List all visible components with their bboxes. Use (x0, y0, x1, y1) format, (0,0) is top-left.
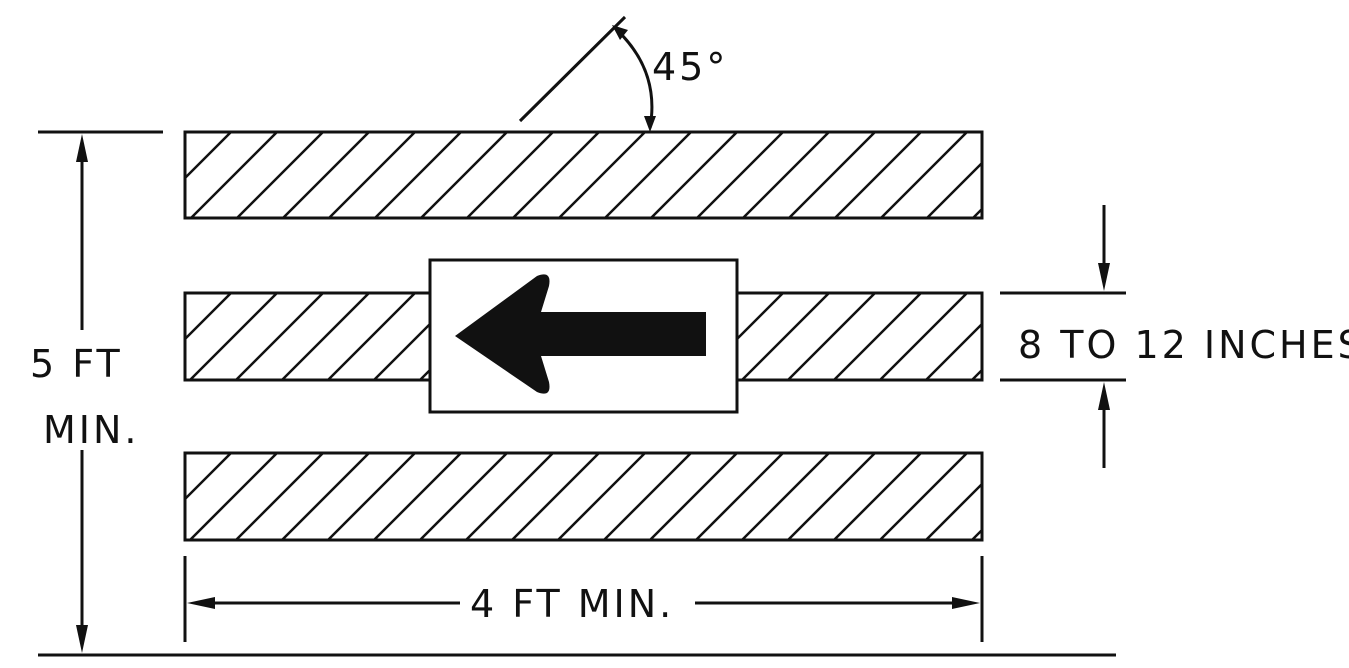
hatch-line (695, 453, 784, 540)
angle-arc (616, 29, 654, 129)
hatch-line (1018, 453, 1105, 540)
hatch-line (971, 528, 982, 540)
width-dimension: 4 FT MIN. (183, 556, 984, 642)
hatch-line (879, 453, 968, 540)
hatch-line (742, 132, 830, 218)
height-dimension-label-line2: MIN. (43, 408, 140, 452)
stripe-width-label: 8 TO 12 INCHES (1018, 323, 1349, 367)
height-dimension-label-line1: 5 FT (30, 342, 123, 386)
hatch-line (327, 293, 416, 380)
hatch-line (327, 453, 416, 540)
hatch-line (1019, 132, 1105, 218)
hatch-line (328, 132, 416, 218)
hatch-line (834, 132, 922, 218)
hatch-line (235, 293, 324, 380)
hatch-line (465, 453, 554, 540)
hatch-line (787, 293, 876, 380)
hatch-line (604, 132, 692, 218)
hatch-line (189, 453, 278, 540)
hatch-line (512, 132, 600, 218)
hatch-line (235, 453, 324, 540)
hatch-line (972, 207, 982, 218)
left-arrow-icon (455, 274, 706, 394)
width-dimension-arrowhead-right (952, 597, 980, 609)
hatch-line (741, 453, 830, 540)
bottom-stripe-hatching (185, 453, 1151, 540)
stripe-width-dimension: 8 TO 12 INCHES (1000, 205, 1349, 468)
hatch-line (649, 453, 738, 540)
angle-annotation: 45° (518, 15, 728, 132)
hatch-line (833, 293, 922, 380)
hatch-line (185, 453, 186, 455)
top-stripe-hatching (185, 132, 1151, 218)
width-dimension-arrowhead-left (187, 597, 215, 609)
hatch-line (1065, 132, 1151, 218)
hatch-line (925, 322, 982, 380)
hatch-line (1064, 453, 1151, 540)
bottom-stripe (183, 451, 1151, 542)
direction-arrow-sign (428, 258, 739, 414)
hatch-line (696, 132, 784, 218)
hatch-line (373, 322, 430, 380)
angle-reference-line (518, 15, 627, 123)
hatch-line (281, 453, 370, 540)
hatch-line (787, 453, 876, 540)
hatch-line (282, 132, 370, 218)
middle-stripe-right-hatching (737, 293, 982, 380)
hatch-line (926, 161, 982, 218)
hatch-line (466, 132, 554, 218)
hatch-line (419, 453, 508, 540)
hatch-line (420, 132, 508, 218)
angle-arc-arrowhead-top (612, 25, 628, 40)
stripe-width-arrowhead-top (1098, 263, 1110, 291)
hatch-line (189, 293, 278, 380)
bottom-stripe-outline (183, 451, 984, 542)
hatch-line (185, 132, 186, 134)
hatch-line (879, 293, 968, 380)
hatch-line (880, 132, 968, 218)
hatch-line (741, 293, 830, 380)
hatch-line (185, 453, 232, 501)
hatch-line (603, 453, 692, 540)
width-dimension-label: 4 FT MIN. (470, 582, 674, 626)
angle-label: 45° (652, 45, 728, 89)
height-dimension-arrowhead-top (76, 134, 88, 162)
hatch-line (236, 132, 324, 218)
hatch-line (374, 132, 462, 218)
hatch-line (511, 453, 600, 540)
hatch-line (650, 132, 738, 218)
hatch-line (281, 293, 370, 380)
hatch-line (925, 482, 982, 540)
angle-arc-arrowhead-bottom (644, 116, 656, 132)
hatch-line (373, 453, 462, 540)
hatch-line (185, 132, 232, 180)
top-stripe (183, 130, 1151, 220)
hatch-line (788, 132, 876, 218)
height-dimension-arrowhead-bottom (76, 625, 88, 653)
hatch-line (190, 132, 278, 218)
hatch-line (737, 293, 784, 341)
hatch-line (185, 293, 232, 341)
stripe-width-arrowhead-bottom (1098, 382, 1110, 410)
hatch-line (557, 453, 646, 540)
hatch-line (558, 132, 646, 218)
top-stripe-outline (183, 130, 984, 220)
middle-stripe-left-hatching (185, 293, 430, 380)
hatch-line (833, 453, 922, 540)
height-dimension: 5 FT MIN. (30, 130, 1116, 657)
